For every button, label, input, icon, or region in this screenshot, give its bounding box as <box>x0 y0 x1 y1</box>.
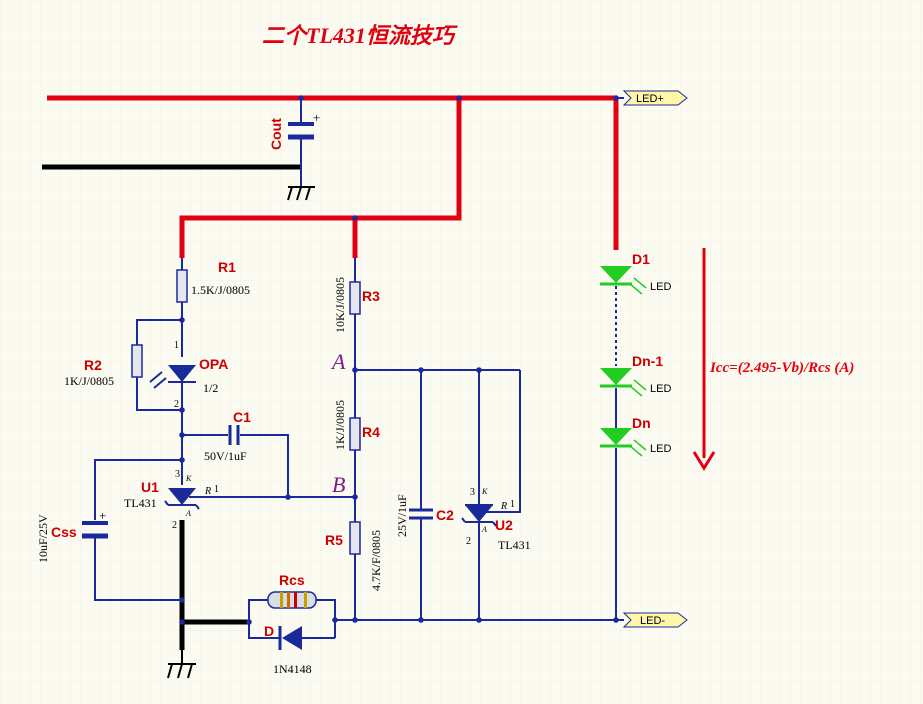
led-plus-label: LED+ <box>636 93 664 105</box>
c1-label: C1 <box>233 409 251 425</box>
u1-tl431: 3 K A R 1 2 U1 TL431 <box>124 469 288 531</box>
d-value: 1N4148 <box>273 662 312 676</box>
power-rail <box>47 95 619 258</box>
svg-text:+: + <box>99 508 106 523</box>
u1-value: TL431 <box>124 496 157 510</box>
r1-value: 1.5K/J/0805 <box>191 283 250 297</box>
dn-label: Dn <box>632 415 651 431</box>
r3-resistor: R3 10K/J/0805 <box>333 258 380 370</box>
led-d1: D1 LED <box>600 251 671 295</box>
node-b-label: B <box>332 472 345 497</box>
r2-wire-bottom <box>136 377 182 411</box>
svg-text:2: 2 <box>172 520 177 531</box>
svg-text:A: A <box>481 525 487 534</box>
led-dn: Dn LED <box>600 415 671 457</box>
led-minus-label: LED- <box>640 615 665 627</box>
node-a-label: A <box>330 349 346 374</box>
u2-tl431: 3 K A R 1 2 U2 TL431 <box>461 370 531 620</box>
svg-text:A: A <box>185 509 191 518</box>
rcs-label: Rcs <box>279 572 305 588</box>
r3-label: R3 <box>362 288 380 304</box>
ground-symbol-2 <box>167 650 196 679</box>
opa-optocoupler: 1 2 OPA 1/2 <box>149 340 228 410</box>
junction-dots <box>179 95 619 625</box>
r4-label: R4 <box>362 424 380 440</box>
c1-value: 50V/1uF <box>204 449 247 463</box>
r1-resistor: R1 1.5K/J/0805 <box>176 258 250 320</box>
svg-text:+: + <box>313 110 320 125</box>
svg-text:2: 2 <box>466 536 471 547</box>
current-formula: Icc=(2.495-Vb)/Rcs (A) <box>709 360 854 376</box>
svg-text:K: K <box>185 474 192 483</box>
u2-value: TL431 <box>498 538 531 552</box>
svg-text:1: 1 <box>510 499 515 510</box>
r2-wire-top <box>136 319 182 345</box>
css-value: 10uF/25V <box>36 514 50 563</box>
opa-label: OPA <box>199 356 228 372</box>
ground-symbol <box>287 186 315 201</box>
led-dn-1: Dn-1 LED <box>600 353 671 397</box>
c1-capacitor: C1 50V/1uF <box>182 409 289 498</box>
port-led-plus: LED+ <box>616 90 688 106</box>
c2-value: 25V/1uF <box>395 494 409 537</box>
r4-value: 1K/J/0805 <box>333 400 347 450</box>
c2-capacitor: C2 25V/1uF <box>395 370 454 620</box>
svg-text:3: 3 <box>175 469 180 480</box>
current-arrow <box>692 248 716 471</box>
c2-label: C2 <box>436 507 454 523</box>
svg-text:3: 3 <box>470 487 475 498</box>
svg-text:1: 1 <box>214 484 219 495</box>
r2-resistor: R2 1K/J/0805 <box>64 344 143 388</box>
r5-label: R5 <box>325 532 343 548</box>
svg-text:R: R <box>500 501 507 512</box>
r5-value: 4.7K/F/0805 <box>369 530 383 591</box>
cout-label: Cout <box>268 118 284 150</box>
u1-label: U1 <box>141 479 159 495</box>
r5-resistor: R5 4.7K/F/0805 <box>325 521 383 620</box>
svg-text:1: 1 <box>174 340 179 351</box>
r1-label: R1 <box>218 259 236 275</box>
port-led-minus: LED- <box>616 612 688 628</box>
dn-value: LED <box>650 443 671 455</box>
svg-text:K: K <box>481 487 488 496</box>
svg-text:R: R <box>204 486 211 497</box>
d-diode: D 1N4148 <box>248 622 335 676</box>
r4-resistor: R4 1K/J/0805 <box>333 370 380 522</box>
d1-value: LED <box>650 281 671 293</box>
d1-label: D1 <box>632 251 650 267</box>
cout-capacitor: + Cout <box>268 98 320 187</box>
u2-label: U2 <box>495 517 513 533</box>
svg-text:2: 2 <box>174 399 179 410</box>
dn1-label: Dn-1 <box>632 353 663 369</box>
r2-label: R2 <box>84 357 102 373</box>
r2-value: 1K/J/0805 <box>64 374 114 388</box>
opa-value: 1/2 <box>203 381 218 395</box>
rcs-resistor: Rcs <box>248 572 336 638</box>
r3-value: 10K/J/0805 <box>333 277 347 333</box>
css-label: Css <box>51 524 77 540</box>
css-wire-top <box>94 459 182 520</box>
diagram-title: 二个TL431恒流技巧 <box>262 23 458 48</box>
css-capacitor: + Css 10uF/25V <box>36 508 182 601</box>
d-label: D <box>264 623 274 639</box>
dn1-value: LED <box>650 383 671 395</box>
